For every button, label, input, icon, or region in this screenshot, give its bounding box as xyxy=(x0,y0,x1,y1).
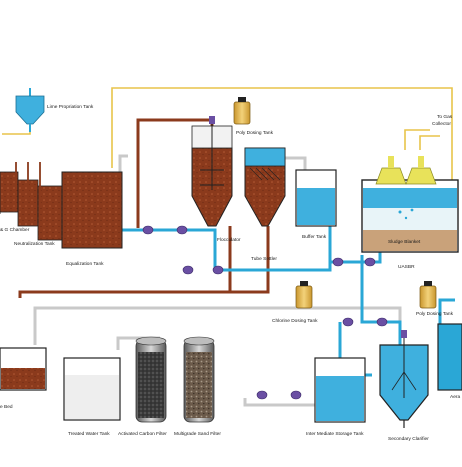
tube-settler: Tube Settler xyxy=(244,147,286,262)
brown-pipe-middle xyxy=(18,226,232,298)
intermediate-storage-tank: Inter Mediate Storage Tank xyxy=(306,357,366,437)
lime-propriation-tank: Lime Propriation Tank xyxy=(2,88,94,135)
chlorine-dosing-label: Chlorine Dosing Tank xyxy=(272,318,318,324)
poly-dosing-right-label: Poly Dosing Tank xyxy=(416,311,454,317)
gas-line-2 xyxy=(419,135,440,150)
multigrade-sand-label: Multigrade Sand Filter xyxy=(174,431,221,437)
sludge-drying-bed: e Bed xyxy=(0,347,47,410)
uasbr-label: UASBR xyxy=(398,264,415,270)
yellow-dosing-line xyxy=(111,87,453,180)
blue-pipe-buffer-uasbr xyxy=(330,250,382,264)
gas-line-1 xyxy=(404,129,430,150)
flocculator: Flocculator xyxy=(191,116,241,243)
grey-pipe-loop xyxy=(33,306,402,345)
pump-icon xyxy=(212,265,224,275)
activated-carbon-label: Activated Carbon Filter xyxy=(118,431,167,437)
treated-water-label: Treated Water Tank xyxy=(68,431,110,437)
poly-dosing-top-label: Poly Dosing Tank xyxy=(236,130,274,136)
sludge-blanket-label: Sludge Blanket xyxy=(388,239,421,245)
pump-icon xyxy=(364,257,376,267)
aera-label: Aera xyxy=(450,394,460,400)
buffer-tank-label: Buffer Tank xyxy=(302,234,327,240)
pump-icon xyxy=(142,225,154,235)
pump-icon xyxy=(182,265,194,275)
treated-water-tank: Treated Water Tank xyxy=(63,357,121,437)
blue-pipe-aeration xyxy=(438,298,455,335)
intermediate-storage-label: Inter Mediate Storage Tank xyxy=(306,431,364,437)
pump-icon xyxy=(376,317,388,327)
tube-settler-label: Tube Settler xyxy=(251,256,277,262)
equalization-tank-body xyxy=(61,171,123,249)
pump-icon xyxy=(176,225,188,235)
flocculator-label: Flocculator xyxy=(217,237,241,243)
lime-tank-body xyxy=(15,95,45,125)
pump-icon xyxy=(342,317,354,327)
neutralization-equalization-block: r & G Chamber Neutralization Tank Equali… xyxy=(0,162,123,267)
buffer-tank: Buffer Tank xyxy=(295,169,337,240)
equalization-label: Equalization Tank xyxy=(66,261,104,267)
blue-pipe-uasbr-clarifier xyxy=(360,255,402,345)
left-r-label: r xyxy=(0,210,2,216)
grey-pipe-storage-filter xyxy=(243,398,315,407)
valves xyxy=(142,225,388,400)
pump-icon xyxy=(290,390,302,400)
chamber-label: & G Chamber xyxy=(0,227,30,233)
pump-icon xyxy=(332,257,344,267)
aeration-tank: Aera xyxy=(437,323,462,400)
secondary-clarifier: Secondary Clarifier xyxy=(379,330,429,442)
uasbr: Sludge Blanket UASBR To Gas Collector xyxy=(361,114,459,270)
bed-label: e Bed xyxy=(0,404,13,410)
chlorine-dosing-tank: Chlorine Dosing Tank xyxy=(272,281,318,324)
poly-dosing-tank-top: Poly Dosing Tank xyxy=(233,97,274,136)
collector-label: Collector xyxy=(432,121,451,127)
activated-carbon-filter: Activated Carbon Filter xyxy=(118,336,167,437)
to-gas-label: To Gas xyxy=(437,114,453,120)
brown-pipe-settler-return xyxy=(230,226,270,294)
neutralization-label: Neutralization Tank xyxy=(14,241,55,247)
lime-tank-label: Lime Propriation Tank xyxy=(47,104,94,110)
secondary-clarifier-label: Secondary Clarifier xyxy=(388,436,429,442)
multigrade-sand-filter: Multigrade Sand Filter xyxy=(174,336,221,437)
pump-icon xyxy=(256,390,268,400)
poly-dosing-tank-right: Poly Dosing Tank xyxy=(416,281,454,317)
